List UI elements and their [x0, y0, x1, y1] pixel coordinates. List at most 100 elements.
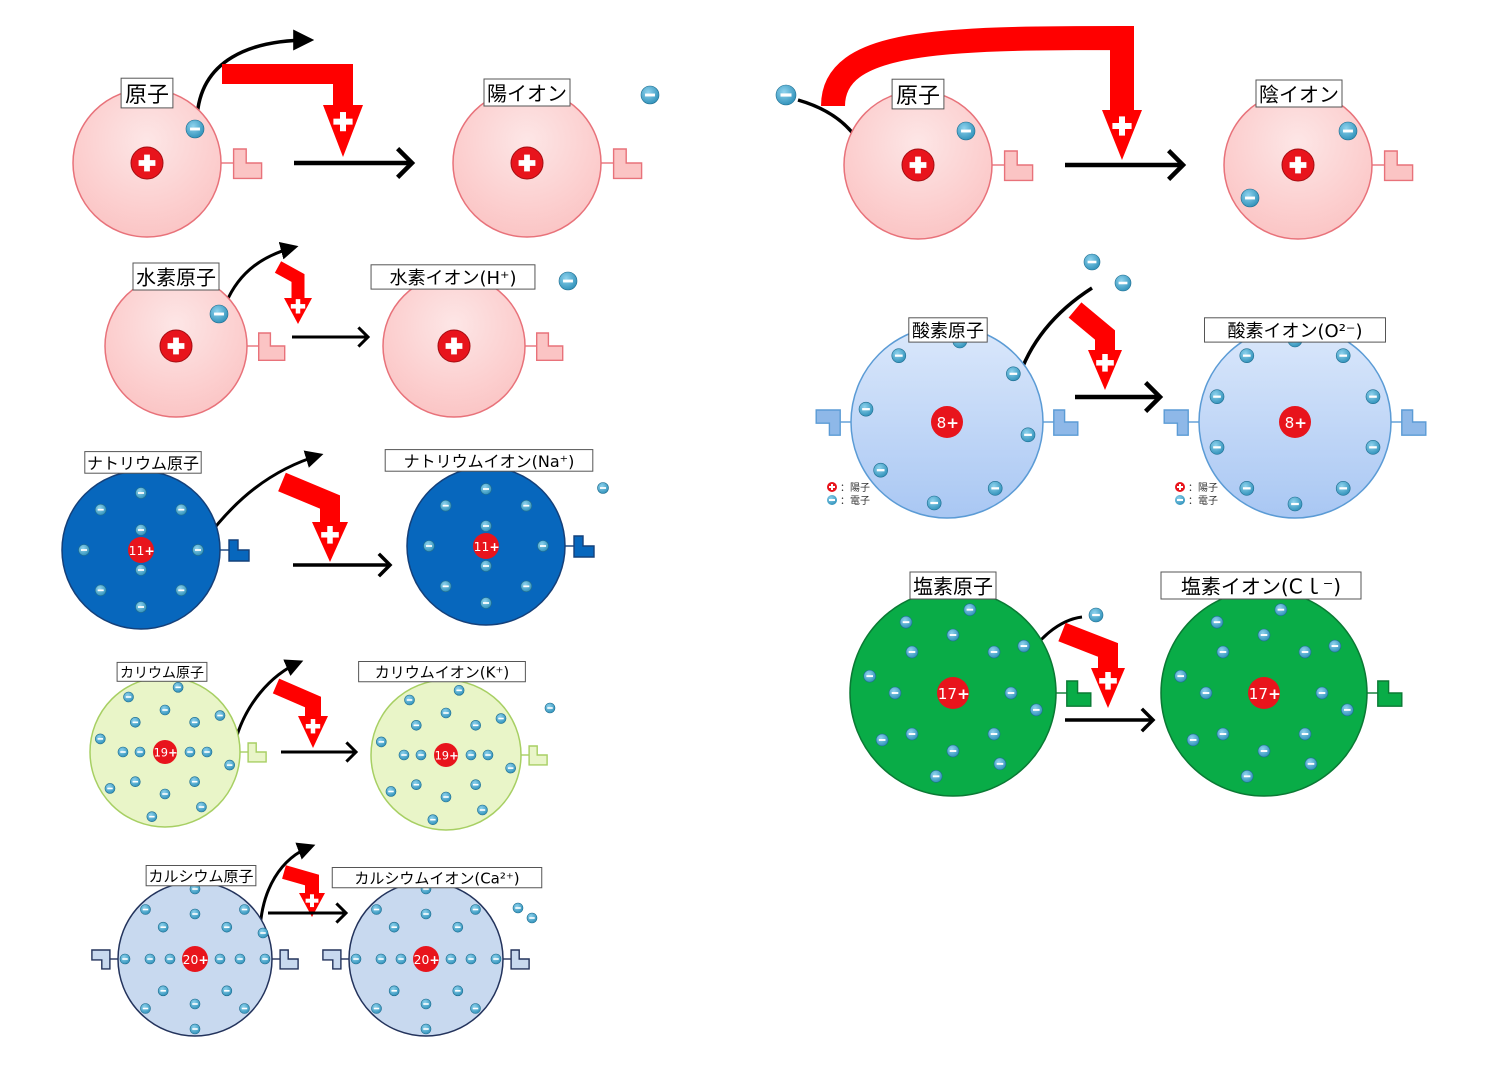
- electron-icon: [1210, 615, 1224, 629]
- label-text: 酸素イオン(O²⁻): [1228, 321, 1363, 342]
- nucleus-charge-label: 19+: [435, 749, 459, 763]
- electron-icon: [159, 788, 171, 800]
- electron-icon: [1240, 770, 1254, 783]
- electron-icon: [123, 691, 134, 703]
- electron-icon: [189, 1023, 201, 1035]
- electron-icon: [905, 727, 919, 741]
- nucleus-charge-label: 20+: [183, 953, 209, 967]
- proton-legend-icon: [827, 482, 837, 492]
- electron-icon: [1209, 389, 1225, 404]
- electron-icon: [544, 702, 556, 714]
- label-text: 陰イオン: [1259, 83, 1339, 107]
- electron-icon: [94, 503, 107, 516]
- nucleus-charge-number: 8: [937, 414, 947, 432]
- electron-icon: [371, 1003, 382, 1014]
- nucleus-charge-label: 8+: [937, 414, 959, 432]
- nucleus: 19+: [434, 743, 459, 767]
- electron-icon: [1216, 727, 1230, 741]
- label-box: ナトリウム原子: [84, 451, 202, 474]
- electron-icon: [189, 717, 200, 728]
- electron-icon: [956, 121, 976, 141]
- plus-icon: [1096, 354, 1114, 372]
- electron-icon: [1338, 121, 1358, 141]
- electron-icon: [94, 584, 107, 597]
- electron-icon: [1020, 427, 1036, 443]
- label-text: 陽イオン: [487, 82, 567, 106]
- plus-icon: [305, 894, 319, 908]
- electron-icon: [858, 401, 874, 417]
- nucleus-charge-number: 8: [1285, 414, 1295, 432]
- proton-plus-icon: [437, 329, 471, 363]
- electron-icon: [597, 482, 609, 494]
- red-bent-arrow: [272, 678, 328, 748]
- reaction-arrow: [1065, 149, 1187, 181]
- electron-icon: [640, 85, 660, 105]
- electron-icon: [905, 645, 919, 659]
- electron-path-arrow: [258, 842, 316, 931]
- electron-icon: [350, 953, 362, 965]
- label-text: 水素原子: [136, 266, 216, 290]
- connector-tab-icon: [521, 745, 548, 766]
- electron-icon: [395, 953, 407, 965]
- electron-icon: [234, 953, 246, 965]
- red-bent-arrow: [222, 64, 363, 157]
- electron-icon: [512, 902, 524, 914]
- electron-icon: [224, 759, 235, 771]
- connector-tab-icon: [240, 742, 267, 763]
- electron-icon: [189, 776, 200, 787]
- label-box: 原子: [891, 78, 945, 110]
- red-bent-arrow: [282, 865, 325, 917]
- electron-icon: [221, 985, 233, 997]
- nucleus: 8+: [1279, 406, 1311, 438]
- electron-icon: [172, 682, 184, 693]
- label-box: カリウムイオン(K⁺): [358, 661, 526, 683]
- nucleus: 17+: [1248, 677, 1281, 709]
- electron-icon: [214, 710, 226, 721]
- nucleus-charge-number: 19: [154, 746, 169, 760]
- legend: ：陽子：電子: [1175, 482, 1218, 507]
- electron-icon: [95, 733, 106, 745]
- electron-icon: [480, 560, 492, 572]
- electron-icon: [175, 584, 188, 597]
- label-text: カリウムイオン(K⁺): [375, 664, 509, 682]
- red-bent-arrow: [1068, 302, 1122, 390]
- electron-icon: [987, 481, 1003, 496]
- label-box: 水素原子: [132, 262, 220, 291]
- electron-icon: [452, 985, 464, 997]
- reaction-arrow: [1065, 707, 1156, 733]
- proton-plus-icon: [901, 148, 935, 182]
- electron-icon: [440, 707, 452, 719]
- plus-icon: [305, 719, 321, 734]
- reaction-arrow: [1075, 381, 1164, 413]
- electron-icon: [135, 601, 147, 613]
- electron-icon: [196, 801, 207, 813]
- electron-icon: [420, 908, 432, 920]
- electron-icon: [117, 746, 129, 758]
- electron-icon: [388, 921, 400, 933]
- arrows-layer: [195, 25, 1187, 931]
- reaction-arrow: [293, 552, 393, 578]
- electron-icon: [189, 908, 201, 920]
- electron-icon: [1030, 703, 1043, 717]
- electron-icon: [987, 727, 1001, 741]
- electron-icon: [445, 953, 457, 965]
- electron-icon: [420, 998, 432, 1010]
- connector-tab-icon: [525, 332, 564, 361]
- electron-icon: [505, 762, 516, 774]
- label-box: ナトリウムイオン(Na⁺): [384, 449, 594, 472]
- electron-icon: [495, 713, 507, 724]
- connector-tab-icon: [565, 535, 595, 558]
- atoms-layer: 8+8+11+11+17+17+19+19+20+20+: [61, 84, 1427, 1037]
- electron-icon: [477, 804, 488, 816]
- electron-icon: [775, 84, 797, 106]
- electron-path-arrow: [233, 659, 304, 743]
- electron-icon: [259, 953, 271, 965]
- nucleus-charge-number: 11: [474, 540, 490, 554]
- electron-legend-icon: [1175, 495, 1185, 505]
- label-box: 陰イオン: [1255, 79, 1343, 108]
- electron-icon: [427, 814, 439, 825]
- electron-icon: [946, 744, 960, 758]
- plus-icon: [333, 112, 353, 132]
- electron-icon: [185, 119, 205, 139]
- electron-icon: [135, 524, 147, 536]
